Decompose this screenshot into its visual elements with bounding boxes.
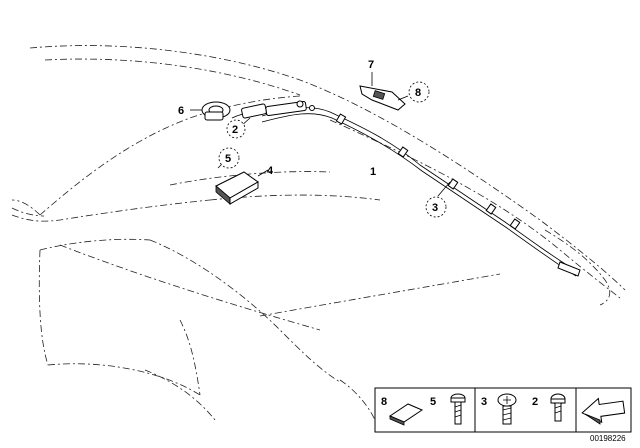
callout-3: 3 xyxy=(432,202,438,214)
legend-label-2: 2 xyxy=(532,396,538,408)
document-number: 00198226 xyxy=(590,434,626,443)
callout-3-circle xyxy=(425,196,447,218)
callout-2: 2 xyxy=(232,124,238,136)
callout-8-circle xyxy=(408,81,430,103)
callout-6: 6 xyxy=(178,105,184,117)
callout-labels: 1 2 3 4 5 6 7 8 xyxy=(178,59,447,218)
curtain-airbag xyxy=(231,100,581,277)
legend-label-5: 5 xyxy=(430,396,436,408)
vehicle-outline xyxy=(11,45,626,421)
callout-8: 8 xyxy=(415,87,421,99)
callout-1: 1 xyxy=(370,166,376,178)
callout-2-circle xyxy=(226,119,246,139)
direction-arrow-icon xyxy=(581,397,626,425)
callout-4: 4 xyxy=(267,165,274,177)
torx-screw-icon xyxy=(497,393,517,425)
legend-label-8: 8 xyxy=(381,396,387,408)
screw-icon xyxy=(450,393,466,425)
callout-7: 7 xyxy=(368,59,374,71)
part-6-connector xyxy=(190,101,231,121)
callout-5: 5 xyxy=(225,153,231,165)
part-4-inflator xyxy=(215,169,269,205)
callout-5-circle xyxy=(218,147,240,169)
part-7-bracket xyxy=(359,72,409,111)
legend-label-3: 3 xyxy=(481,396,487,408)
fastener-legend: 8 5 3 2 xyxy=(374,387,632,433)
hex-screw-icon xyxy=(550,393,566,422)
